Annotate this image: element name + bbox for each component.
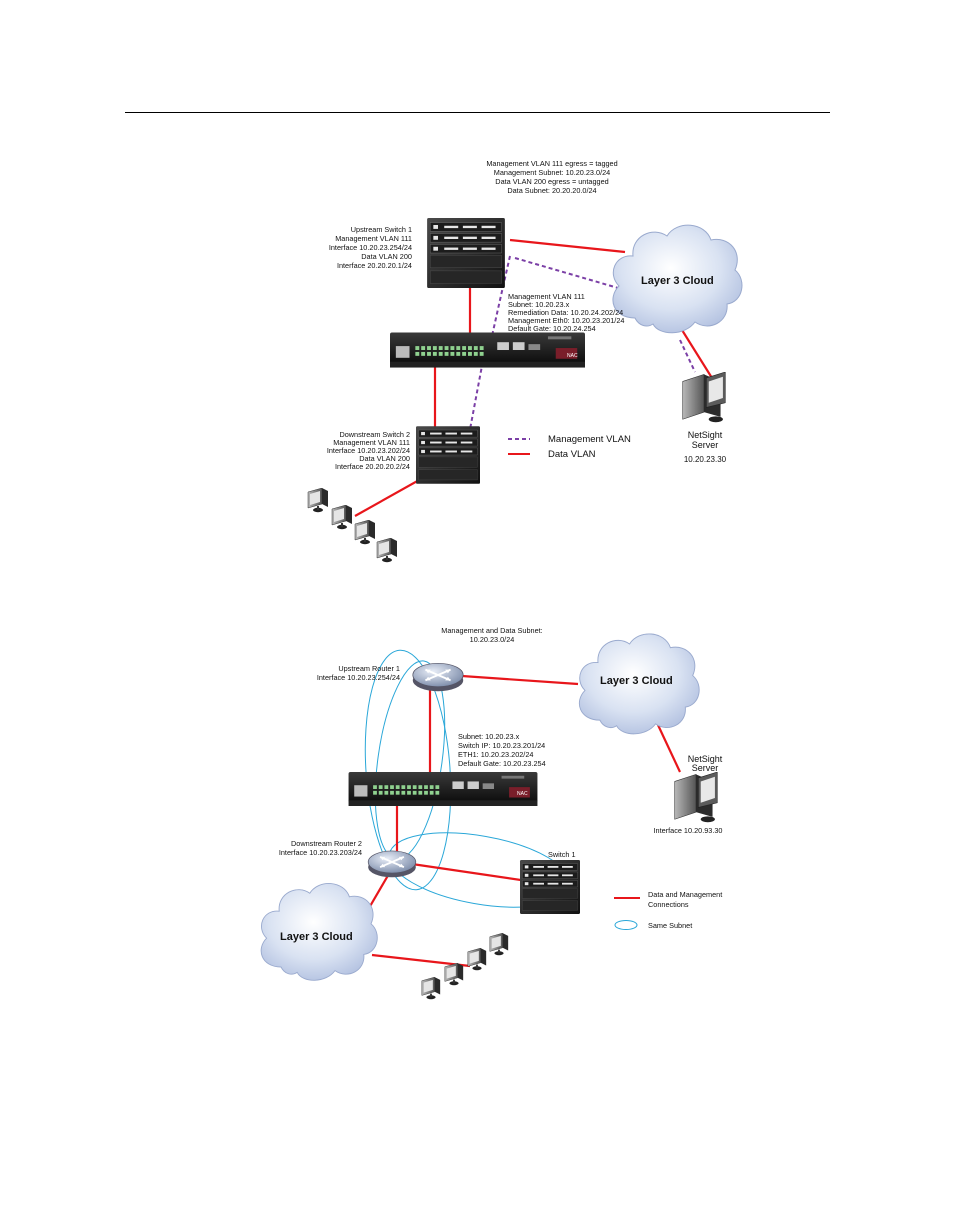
mgmt-link-switch1-nac	[489, 255, 511, 346]
label-line: Management VLAN 111	[333, 438, 410, 447]
link-cloud-server	[657, 724, 681, 773]
label-line: Upstream Switch 1	[351, 225, 412, 234]
upstream-switch-1-icon	[426, 218, 506, 288]
legend-data-mgmt-label: Connections	[648, 900, 689, 909]
link-router1-cloud	[461, 674, 579, 686]
d1-top-note: Management VLAN 111 egress = tagged Mana…	[486, 159, 617, 195]
d2-server-label: NetSight Server Interface 10.20.93.30	[654, 754, 723, 835]
downstream-router-2-icon	[367, 849, 417, 879]
server-ip: Interface 10.20.93.30	[654, 826, 723, 835]
d1-legend: Management VLAN Data VLAN	[508, 434, 631, 460]
label-line: Interface 10.20.23.254/24	[329, 243, 412, 252]
label-line: Data VLAN 200	[361, 252, 412, 261]
d2-top-note: Management and Data Subnet: 10.20.23.0/2…	[441, 626, 542, 644]
label-line: Data VLAN 200	[359, 454, 410, 463]
nac-badge: NAC	[517, 791, 528, 797]
nac-appliance-icon	[390, 332, 585, 368]
header-rule	[125, 112, 830, 113]
mgmt-link-nac-switch2	[467, 354, 485, 441]
label-line: Default Gate: 10.20.24.254	[508, 324, 596, 333]
data-link-switch1-cloud	[509, 238, 626, 254]
data-link-cloud-server	[681, 329, 713, 379]
note-line: Data Subnet: 20.20.20.0/24	[507, 186, 596, 195]
mgmt-link-switch1-cloud	[514, 257, 626, 291]
note-line: 10.20.23.0/24	[470, 635, 515, 644]
switch-1-icon	[519, 860, 581, 914]
note-line: Management Subnet: 10.20.23.0/24	[494, 168, 610, 177]
label-line: ETH1: 10.20.23.202/24	[458, 750, 533, 759]
label-line: Subnet: 10.20.23.x	[458, 732, 520, 741]
legend-mgmt-label: Management VLAN	[548, 434, 631, 445]
legend-data-label: Data VLAN	[548, 449, 596, 460]
label-line: Management Eth0: 10.20.23.201/24	[508, 316, 624, 325]
label-line: NetSight	[688, 430, 723, 440]
label-line: Subnet: 10.20.23.x	[508, 300, 570, 309]
d1-server-label: NetSight Server 10.20.23.30	[684, 430, 727, 464]
d1-nac-info: Management VLAN 111 Subnet: 10.20.23.x R…	[508, 292, 624, 333]
label-line: Remediation Data: 10.20.24.202/24	[508, 308, 623, 317]
nac-badge: NAC	[567, 353, 578, 359]
legend-subnet-swatch	[614, 920, 638, 930]
legend-subnet-label: Same Subnet	[648, 921, 692, 930]
label-line: Server	[692, 763, 719, 773]
downstream-switch-2-icon	[416, 425, 480, 485]
label-line: Management VLAN 111	[508, 292, 585, 301]
label-line: Switch IP: 10.20.23.201/24	[458, 741, 545, 750]
label-line: Interface 20.20.20.2/24	[335, 462, 410, 471]
d2-upstream-router-label: Upstream Router 1 Interface 10.20.23.254…	[317, 664, 400, 682]
cloud-top-label: Layer 3 Cloud	[600, 675, 673, 687]
label-line: Interface 10.20.23.202/24	[327, 446, 410, 455]
label-line: NetSight	[688, 754, 723, 764]
mgmt-link-cloud-server	[679, 339, 696, 373]
label-line: Downstream Router 2	[291, 839, 362, 848]
label-line: Interface 10.20.23.203/24	[279, 848, 362, 857]
server-ip: 10.20.23.30	[684, 455, 727, 464]
diagram-1: NAC Layer 3 Cloud Management VLAN 111 eg…	[278, 158, 768, 563]
label-line: Downstream Switch 2	[339, 430, 410, 439]
label-line: Upstream Router 1	[338, 664, 400, 673]
upstream-router-1-icon	[411, 662, 465, 693]
label-line: Default Gate: 10.20.23.254	[458, 759, 546, 768]
label-line: Interface 20.20.20.1/24	[337, 261, 412, 270]
d1-upstream-switch-label: Upstream Switch 1 Management VLAN 111 In…	[329, 225, 412, 270]
diagram-2: NAC Layer 3 Cloud Layer 3 Cloud Manageme…	[252, 622, 740, 1004]
note-line: Management VLAN 111 egress = tagged	[486, 159, 617, 168]
d1-downstream-switch-label: Downstream Switch 2 Management VLAN 111 …	[327, 430, 410, 471]
switch-1-label: Switch 1	[548, 850, 576, 859]
nac-appliance-icon	[348, 772, 538, 806]
label-line: Management VLAN 111	[335, 234, 412, 243]
label-line: Interface 10.20.23.254/24	[317, 673, 400, 682]
note-line: Management and Data Subnet:	[441, 626, 542, 635]
d2-nac-info: Subnet: 10.20.23.x Switch IP: 10.20.23.2…	[458, 732, 546, 768]
label-line: Server	[692, 440, 719, 450]
note-line: Data VLAN 200 egress = untagged	[495, 177, 608, 186]
cloud-label: Layer 3 Cloud	[641, 275, 714, 287]
d2-downstream-router-label: Downstream Router 2 Interface 10.20.23.2…	[279, 839, 362, 857]
cloud-bottom-label: Layer 3 Cloud	[280, 931, 353, 943]
legend-data-mgmt-label: Data and Management	[648, 890, 722, 899]
d2-legend: Data and Management Connections Same Sub…	[614, 890, 722, 930]
